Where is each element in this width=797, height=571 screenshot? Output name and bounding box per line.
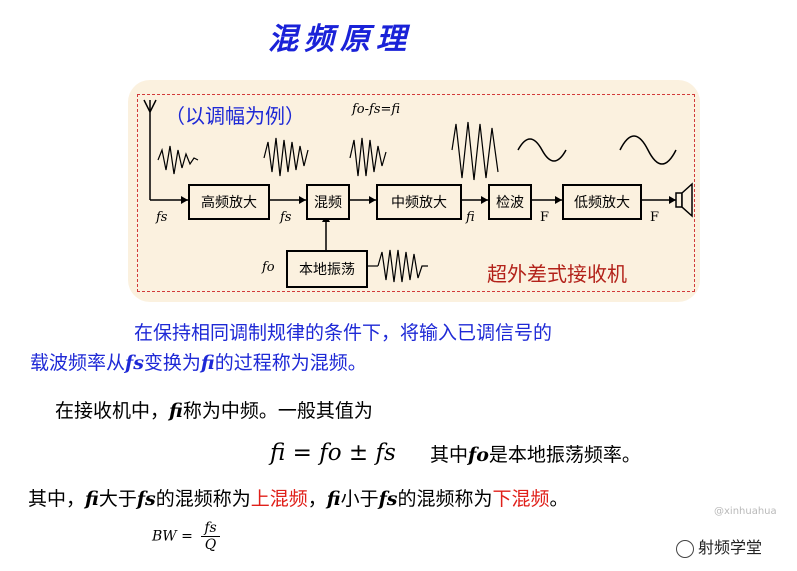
- label-F-output: F: [650, 210, 660, 225]
- label-fs-mixer: fs: [280, 210, 292, 225]
- local-osc-waveform: [366, 249, 428, 283]
- slide-title: 混频原理: [268, 22, 412, 57]
- block-detector: 检波: [488, 184, 532, 220]
- watermark-handle: @xinhuahua: [714, 506, 777, 517]
- rf-amp-waveform: [263, 137, 309, 177]
- block-if-amp: 中频放大: [376, 184, 462, 220]
- paragraph-4: 其中，fi大于fs的混频称为上混频，fi小于fs的混频称为下混频。: [28, 488, 569, 510]
- label-F-detector: F: [540, 210, 550, 225]
- antenna-icon: [143, 99, 157, 200]
- label-fo: fo: [262, 260, 275, 275]
- speaker-icon: [675, 182, 693, 218]
- detector-waveform: [517, 138, 567, 162]
- block-mixer: 混频: [306, 184, 350, 220]
- mixer-waveform: [349, 137, 387, 177]
- top-formula: fo-fs=fi: [352, 102, 401, 117]
- label-fs-input: fs: [156, 210, 168, 225]
- wechat-icon: [676, 539, 694, 558]
- paragraph-2: 载波频率从fs变换为fi的过程称为混频。: [30, 352, 367, 374]
- input-am-waveform: [157, 145, 199, 175]
- receiver-label: 超外差式接收机: [487, 262, 627, 286]
- if-amp-waveform: [451, 121, 499, 181]
- equation: fi = fo ± fs: [270, 440, 396, 466]
- arrow-heads: [181, 196, 676, 222]
- block-rf-amp: 高频放大: [188, 184, 270, 220]
- paragraph-3: 在接收机中，fi称为中频。一般其值为: [55, 400, 373, 422]
- example-label: （以调幅为例）: [165, 104, 305, 128]
- block-af-amp: 低频放大: [562, 184, 642, 220]
- diagram-dashed-border: [137, 94, 695, 292]
- block-local-osc: 本地振荡: [286, 250, 368, 288]
- paragraph-1: 在保持相同调制规律的条件下，将输入已调信号的: [134, 322, 553, 344]
- equation-note: 其中fo是本地振荡频率。: [430, 444, 641, 466]
- bandwidth-formula: BW = fs Q: [152, 520, 220, 553]
- watermark-brand: 射频学堂: [676, 534, 762, 558]
- label-fi: fi: [466, 210, 475, 225]
- af-amp-waveform: [619, 135, 677, 165]
